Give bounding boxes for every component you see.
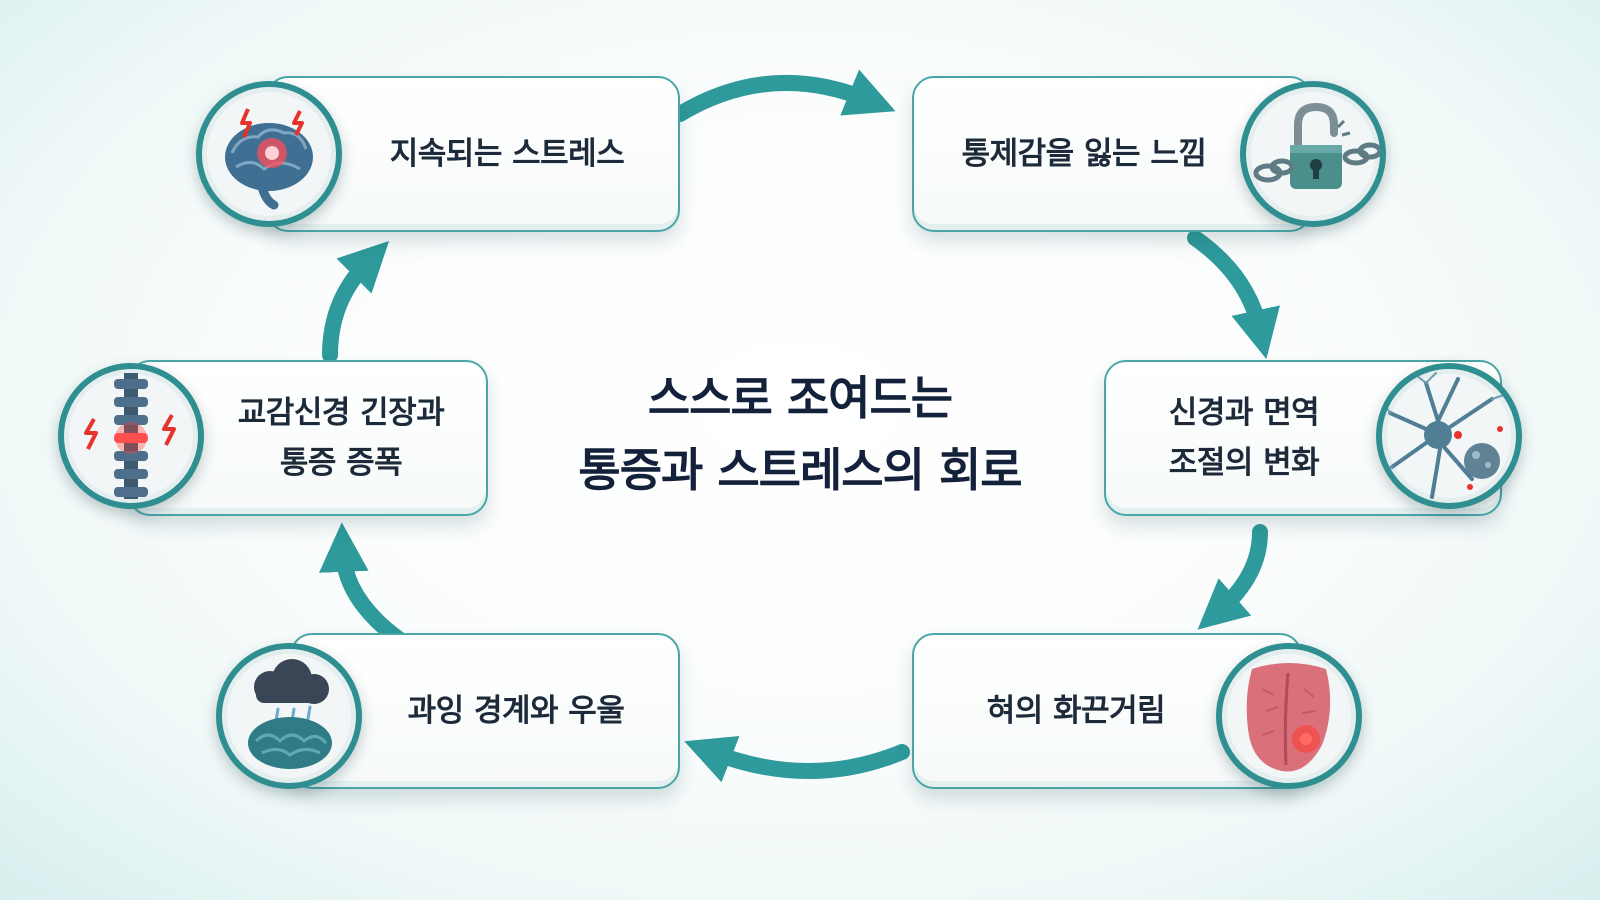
node-label: 혀의 화끈거림 bbox=[986, 693, 1166, 729]
brain-lightning-icon bbox=[196, 81, 342, 227]
arrow-sympathetic-to-stress bbox=[322, 240, 390, 363]
spine-lightning-icon bbox=[58, 363, 204, 509]
broken-padlock-chain-icon bbox=[1240, 81, 1386, 227]
neuron-cell-icon bbox=[1376, 363, 1522, 509]
node-label: 교감신경 긴장과 통증 증폭 bbox=[237, 395, 445, 481]
brain-storm-cloud-icon bbox=[216, 643, 362, 789]
tongue-burning-icon bbox=[1216, 643, 1362, 789]
node-label: 통제감을 잃는 느낌 bbox=[961, 136, 1207, 172]
arrow-tongue-to-vigilance bbox=[684, 736, 910, 783]
node-loss-of-control: 통제감을 잃는 느낌 bbox=[912, 76, 1312, 232]
arrow-vigilance-to-sympathetic bbox=[319, 522, 408, 648]
arrow-control-to-neuro bbox=[1187, 230, 1280, 360]
diagram-title: 스스로 조여드는 통증과 스트레스의 회로 bbox=[500, 362, 1100, 506]
node-label: 신경과 면역 조절의 변화 bbox=[1168, 395, 1320, 481]
arrow-stress-to-control bbox=[672, 69, 896, 122]
node-label: 과잉 경계와 우울 bbox=[407, 693, 625, 729]
title-line-2: 통증과 스트레스의 회로 bbox=[578, 443, 1022, 497]
arrow-neuro-to-tongue bbox=[1197, 524, 1268, 630]
title-line-1: 스스로 조여드는 bbox=[647, 371, 953, 425]
node-label: 지속되는 스트레스 bbox=[389, 136, 625, 172]
